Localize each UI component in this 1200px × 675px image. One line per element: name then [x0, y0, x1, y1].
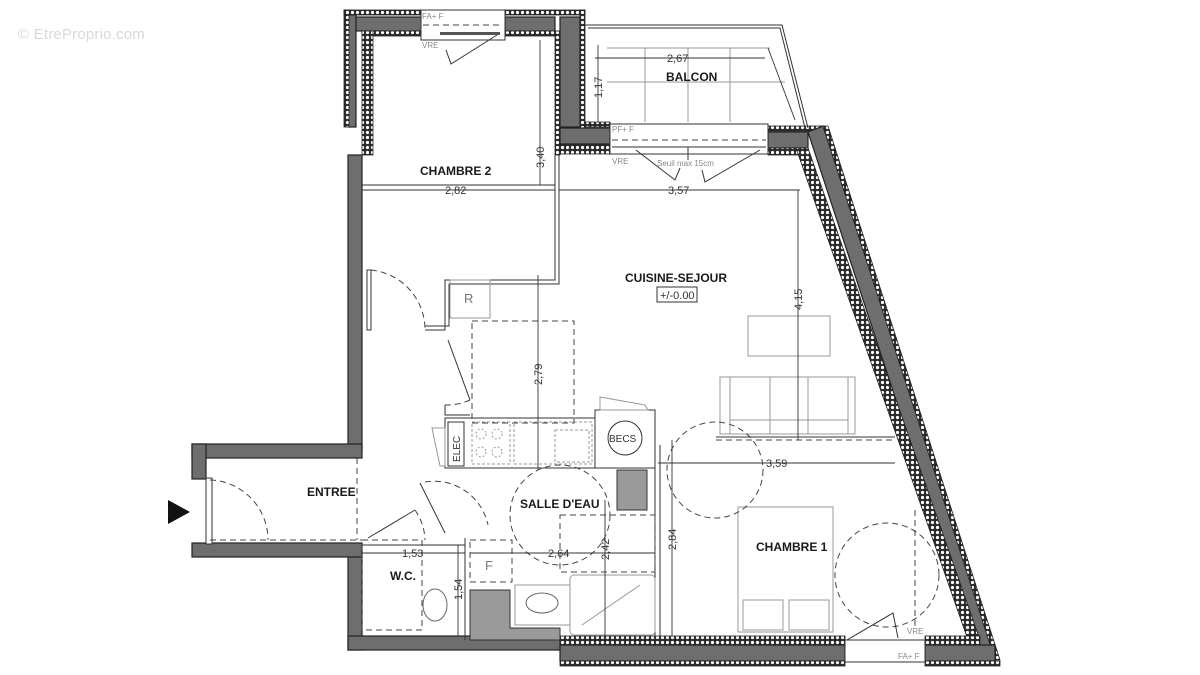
room-label-cuisine-sejour: CUISINE-SEJOUR: [625, 271, 727, 285]
vre-label-top: VRE: [422, 41, 438, 50]
chambre1-furniture: [666, 421, 940, 663]
fridge-label: R: [464, 291, 473, 306]
vre-label-balcon: VRE: [612, 157, 628, 166]
dim-balcon-width: 2,67: [667, 53, 688, 65]
dim-balcon-depth: 1,17: [593, 77, 605, 98]
dim-wc-depth: 1,54: [453, 579, 465, 600]
dim-chambre2-width: 2,82: [445, 185, 466, 197]
exterior-walls: [191, 9, 1001, 667]
dim-chambre1-depth: 2,84: [667, 529, 679, 550]
dimension-lines: [362, 40, 895, 636]
window-label-top: FA+ F: [422, 12, 444, 21]
level-marker: +/-0.00: [660, 290, 695, 302]
dim-chambre2-depth: 3,40: [535, 147, 547, 168]
dim-sejour-width: 3,57: [668, 185, 689, 197]
living-furniture: [716, 315, 895, 441]
room-label-chambre1: CHAMBRE 1: [756, 540, 828, 554]
vre-label-bottom: VRE: [907, 627, 923, 636]
dim-salle-eau-depth: 2,42: [600, 539, 612, 560]
window-label-bottom: FA+ F: [898, 652, 920, 661]
seuil-label: Seuil max 15cm: [657, 159, 714, 168]
dim-wc-width: 1,53: [402, 548, 423, 560]
watermark: © EtreProprio.com: [18, 26, 145, 43]
room-label-salle-eau: SALLE D'EAU: [520, 497, 600, 511]
balcony-door: [609, 123, 769, 183]
room-label-balcon: BALCON: [666, 70, 717, 84]
dim-sejour-depth: 4,15: [793, 289, 805, 310]
room-label-entree: ENTREE: [307, 485, 356, 499]
room-label-wc: W.C.: [390, 569, 416, 583]
f-marker: F: [485, 558, 493, 573]
dim-chambre1-width: 3,59: [766, 458, 787, 470]
dim-salle-eau-width: 2,64: [548, 548, 569, 560]
entry-arrow-icon: [168, 500, 190, 524]
window-label-balcon: PF+ F: [612, 125, 634, 134]
dim-kitchen-depth: 2,79: [533, 364, 545, 385]
room-label-chambre2: CHAMBRE 2: [420, 164, 492, 178]
balcony: [585, 24, 809, 129]
becs-label: BECS: [609, 434, 637, 445]
window-chambre2: [420, 9, 506, 65]
elec-label: ELEC: [452, 436, 463, 462]
interior-partitions: [168, 155, 661, 641]
